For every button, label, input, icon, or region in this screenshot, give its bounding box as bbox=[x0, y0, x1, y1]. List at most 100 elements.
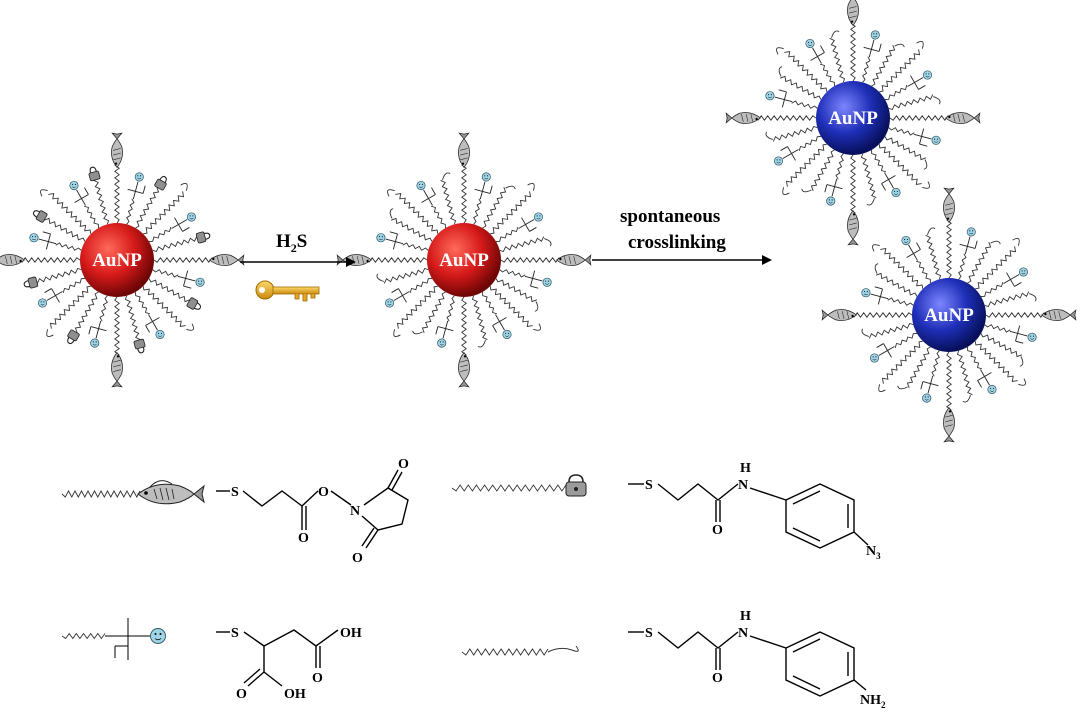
svg-text:H: H bbox=[740, 609, 751, 624]
step-arrow-h2s: H2S bbox=[240, 231, 356, 302]
lock-icon bbox=[67, 329, 80, 345]
smiley-ligand-icon bbox=[134, 172, 144, 182]
legend-fish-ligand bbox=[61, 480, 205, 505]
structure-nhs-ester: S O O N O O bbox=[216, 457, 409, 566]
smiley-ligand-icon bbox=[69, 180, 79, 191]
svg-text:OH: OH bbox=[284, 687, 306, 702]
smiley-ligand-icon bbox=[891, 187, 901, 198]
structure-aryl-azide: S O H N N3 bbox=[628, 461, 881, 561]
svg-text:S: S bbox=[231, 485, 239, 500]
fish-ligand-icon bbox=[0, 254, 26, 266]
legend-lock-ligand bbox=[451, 474, 587, 497]
smiley-ligand-icon bbox=[481, 172, 491, 182]
svg-text:O: O bbox=[236, 687, 247, 702]
smiley-ligand-icon bbox=[805, 38, 815, 49]
fish-ligand-icon bbox=[821, 309, 858, 321]
crosslinking-label-line2: crosslinking bbox=[628, 232, 726, 253]
smiley-ligand-icon bbox=[870, 30, 880, 40]
svg-text:O: O bbox=[712, 671, 723, 686]
crosslinking-label-line1: spontaneous bbox=[620, 206, 720, 227]
smiley-ligand-icon bbox=[437, 338, 447, 348]
svg-text:H: H bbox=[740, 461, 751, 476]
svg-text:NH2: NH2 bbox=[860, 693, 886, 710]
gold-nanoparticle-core bbox=[80, 223, 154, 297]
lock-icon bbox=[186, 297, 202, 310]
lock-icon bbox=[154, 175, 167, 191]
fish-ligand-icon bbox=[111, 132, 123, 169]
nanoparticle-label: AuNP bbox=[439, 250, 489, 271]
gold-nanoparticle-core bbox=[427, 223, 501, 297]
lock-icon bbox=[133, 338, 146, 354]
nanoparticle-label: AuNP bbox=[92, 250, 142, 271]
smiley-ligand-icon bbox=[966, 227, 976, 237]
lock-icon bbox=[32, 210, 48, 223]
fish-ligand-icon bbox=[943, 406, 955, 443]
lock-icon bbox=[23, 276, 39, 289]
svg-text:O: O bbox=[398, 457, 409, 472]
fish-ligand-icon bbox=[111, 351, 123, 388]
smiley-ligand-icon bbox=[502, 329, 512, 340]
fish-ligand-icon bbox=[847, 209, 859, 246]
smiley-ligand-icon bbox=[186, 212, 197, 222]
step-arrow-crosslinking: spontaneous crosslinking bbox=[592, 206, 772, 265]
svg-text:S: S bbox=[645, 478, 653, 493]
fish-ligand-icon bbox=[458, 132, 470, 169]
lock-icon bbox=[195, 231, 211, 244]
nanoparticle-initial: AuNP bbox=[0, 132, 245, 388]
smiley-ligand-icon bbox=[922, 70, 933, 80]
smiley-ligand-icon bbox=[533, 212, 544, 222]
smiley-ligand-icon bbox=[384, 298, 395, 308]
structure-aniline: S O H N NH2 bbox=[628, 609, 886, 710]
smiley-ligand-icon bbox=[542, 277, 552, 287]
smiley-ligand-icon bbox=[376, 233, 386, 243]
key-icon bbox=[255, 280, 320, 302]
svg-text:N: N bbox=[350, 504, 360, 519]
svg-text:OH: OH bbox=[340, 626, 362, 641]
fish-ligand-icon bbox=[458, 351, 470, 388]
svg-text:O: O bbox=[298, 531, 309, 546]
nanoparticle-activated: AuNP bbox=[336, 132, 592, 388]
smiley-ligand-icon bbox=[931, 135, 941, 145]
smiley-ligand-icon bbox=[195, 277, 205, 287]
smiley-ligand-icon bbox=[869, 353, 880, 363]
smiley-ligand-icon bbox=[416, 180, 426, 191]
smiley-ligand-icon bbox=[37, 298, 48, 308]
smiley-ligand-icon bbox=[1027, 332, 1037, 342]
fish-ligand-icon bbox=[847, 0, 859, 27]
smiley-ligand-icon bbox=[773, 156, 784, 166]
fish-ligand-icon bbox=[208, 254, 245, 266]
fish-ligand-icon bbox=[944, 112, 981, 124]
smiley-ligand-icon bbox=[901, 235, 911, 246]
fish-ligand-icon bbox=[943, 187, 955, 224]
smiley-ligand-icon bbox=[826, 196, 836, 206]
svg-text:O: O bbox=[312, 671, 323, 686]
fish-ligand-icon bbox=[725, 112, 762, 124]
fish-ligand-icon bbox=[336, 254, 373, 266]
legend-hook-ligand bbox=[461, 645, 579, 656]
gold-nanoparticle-core bbox=[816, 81, 890, 155]
structure-succinic-acid: S O OH O OH bbox=[216, 626, 362, 702]
smiley-ligand-icon bbox=[90, 338, 100, 348]
svg-text:O: O bbox=[318, 485, 329, 500]
svg-text:O: O bbox=[712, 523, 723, 538]
svg-text:N3: N3 bbox=[866, 544, 881, 561]
lock-ligand-icon bbox=[565, 474, 587, 497]
fish-ligand-icon bbox=[1040, 309, 1077, 321]
svg-text:N: N bbox=[738, 478, 748, 493]
nanoparticle-crosslinked-bottom: AuNP bbox=[821, 187, 1077, 443]
smiley-ligand-icon bbox=[765, 91, 775, 101]
gold-nanoparticle-core bbox=[912, 278, 986, 352]
reagent-label: H bbox=[276, 231, 291, 252]
svg-text:H2S: H2S bbox=[276, 231, 307, 255]
smiley-ligand-icon bbox=[861, 288, 871, 298]
fish-ligand-icon bbox=[137, 480, 205, 505]
legend-smiley-ligand bbox=[61, 618, 166, 660]
svg-text:O: O bbox=[352, 551, 363, 566]
fish-ligand-icon bbox=[555, 254, 592, 266]
smiley-ligand-icon bbox=[987, 384, 997, 395]
nanoparticle-crosslinked-top: AuNP bbox=[725, 0, 981, 246]
nanoparticle-label: AuNP bbox=[924, 305, 974, 326]
lock-icon bbox=[88, 166, 101, 182]
smiley-ligand-icon bbox=[922, 393, 932, 403]
